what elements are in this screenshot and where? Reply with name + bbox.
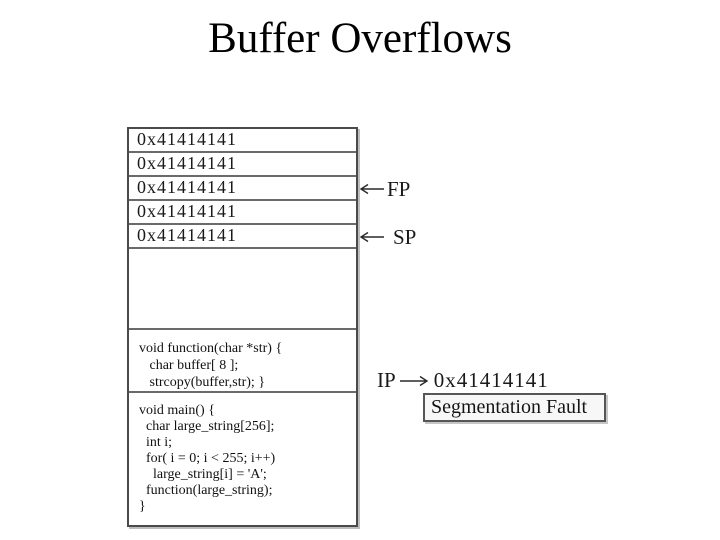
code-line: strcopy(buffer,str); } bbox=[139, 375, 266, 390]
left-arrow-icon bbox=[359, 231, 384, 243]
code-line: function(large_string); bbox=[139, 483, 273, 498]
stack-memory-box: 0x41414141 0x41414141 0x41414141 0x41414… bbox=[127, 127, 358, 527]
code-line: int i; bbox=[139, 435, 173, 450]
code-line: char buffer[ 8 ]; bbox=[139, 358, 239, 373]
stack-row-4: 0x41414141 bbox=[129, 201, 356, 225]
stack-empty-region bbox=[129, 249, 356, 330]
fp-pointer-annotation: FP bbox=[359, 176, 411, 201]
stack-row-5-sp: 0x41414141 bbox=[129, 225, 356, 249]
slide-title: Buffer Overflows bbox=[208, 15, 512, 62]
segfault-box: Segmentation Fault bbox=[423, 393, 606, 422]
main-code-block: void main() { char large_string[256]; in… bbox=[129, 393, 356, 515]
ip-value: 0x41414141 bbox=[433, 368, 549, 392]
fp-label: FP bbox=[387, 176, 411, 201]
ip-register-label: IP bbox=[377, 368, 396, 392]
code-line: char large_string[256]; bbox=[139, 419, 275, 434]
code-line: large_string[i] = 'A'; bbox=[139, 467, 267, 482]
code-line: void function(char *str) { bbox=[139, 341, 283, 356]
sp-label: SP bbox=[393, 224, 417, 249]
segfault-label: Segmentation Fault bbox=[431, 396, 588, 418]
right-arrow-icon bbox=[399, 375, 428, 386]
ip-annotation: IP 0x41414141 bbox=[377, 368, 549, 392]
function-code-block: void function(char *str) { char buffer[ … bbox=[129, 330, 356, 393]
stack-row-2: 0x41414141 bbox=[129, 153, 356, 177]
code-line: void main() { bbox=[139, 403, 215, 418]
code-line: } bbox=[139, 499, 146, 514]
stack-row-3-fp: 0x41414141 bbox=[129, 177, 356, 201]
stack-row-1: 0x41414141 bbox=[129, 129, 356, 153]
code-line: for( i = 0; i < 255; i++) bbox=[139, 451, 276, 466]
sp-pointer-annotation: SP bbox=[359, 224, 417, 249]
left-arrow-icon bbox=[359, 183, 384, 195]
